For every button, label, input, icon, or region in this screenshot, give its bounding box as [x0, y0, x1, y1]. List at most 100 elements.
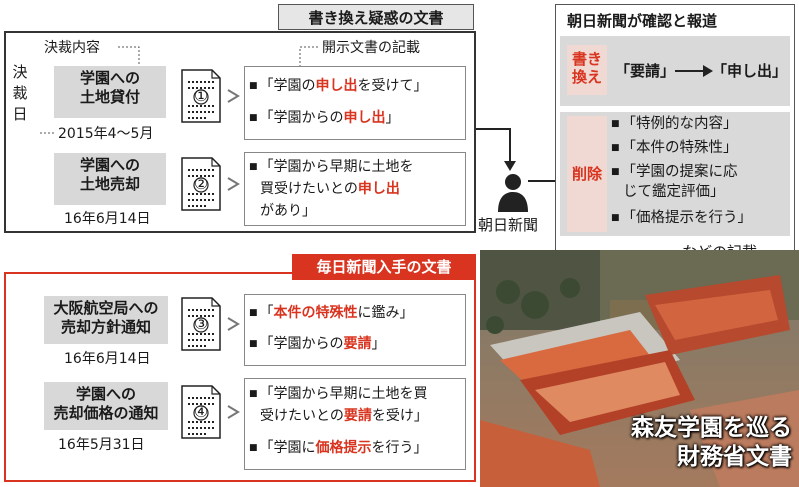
quote-emph: 価格提示	[315, 440, 372, 456]
subject-line: 売却価格の通知	[53, 404, 159, 422]
deleted-item-cont: じて鑑定評価」	[623, 182, 725, 202]
quote-line: ■「学園からの要請」	[249, 334, 386, 354]
bullet-icon: ■	[249, 113, 258, 123]
rewrite-label-line: 書き	[571, 50, 602, 68]
deleted-text: 「価格提示を行う」	[621, 210, 753, 226]
rewrite-from: 「要請」	[615, 62, 676, 80]
bullet-icon: ■	[249, 443, 258, 453]
quote-text: があり」	[260, 203, 316, 219]
document-icon-2	[181, 157, 221, 211]
bullet-icon: ■	[249, 162, 258, 172]
subject-line: 学園への	[79, 69, 140, 87]
asahi-person-label: 朝日新聞	[478, 216, 539, 234]
subject-line: 売却方針通知	[60, 318, 151, 336]
rewrite-suspect-title: 書き換え疑惑の文書	[278, 4, 474, 30]
quote-text: 受けたいとの	[260, 408, 344, 424]
deleted-text: 「特例的な内容」	[621, 116, 738, 132]
deleted-text: 「学園の提案に応	[621, 164, 738, 180]
quote-emph: 要請	[343, 336, 372, 352]
rewrite-to: 「申し出」	[712, 62, 788, 80]
date-item-2: 16年6月14日	[64, 211, 151, 227]
mainichi-panel-title: 毎日新聞入手の文書	[292, 254, 476, 280]
vlabel-char: 決	[12, 63, 28, 81]
rewrite-arrow-icon	[675, 65, 713, 77]
document-number-2: ②	[193, 174, 209, 193]
quote-text: 買受けたいとの	[260, 181, 358, 197]
date-item-3: 16年6月14日	[64, 351, 151, 367]
subject-line: 大阪航空局への	[53, 299, 159, 317]
quote-text: 「学園からの	[259, 336, 344, 352]
quote-emph: 要請	[343, 408, 372, 424]
bullet-icon: ■	[249, 81, 258, 91]
rewrite-label: 書き 換え	[567, 45, 607, 95]
quote-text: 」	[385, 110, 400, 126]
bullet-icon: ■	[611, 213, 620, 223]
pointer-arrow-1	[227, 89, 240, 103]
connector-to-asahi	[476, 128, 556, 182]
quote-text: 「学園からの	[259, 110, 344, 126]
deleted-item: ■「本件の特殊性」	[611, 138, 738, 158]
person-icon	[498, 174, 528, 212]
quote-text: 」	[371, 336, 386, 352]
deleted-item: ■「学園の提案に応	[611, 162, 738, 182]
quote-text: を受けて」	[357, 78, 428, 94]
bullet-icon: ■	[611, 119, 620, 129]
document-icon-3	[181, 297, 221, 351]
document-number-1: ①	[193, 86, 209, 105]
quote-emph: 申し出	[343, 110, 386, 126]
pointer-arrow-4	[227, 405, 240, 419]
quote-box-4	[244, 378, 466, 470]
bullet-icon: ■	[249, 339, 258, 349]
quote-emph: 申し出	[357, 181, 400, 197]
quote-box-3	[244, 294, 466, 366]
quote-line: ■「学園からの申し出」	[249, 108, 400, 128]
col-decision-label: 決裁内容	[44, 40, 100, 56]
decision-date-vertical: 決 裁 日	[10, 62, 30, 125]
quote-text: 「学園から早期に土地を買	[259, 386, 428, 402]
header-connectors	[40, 46, 318, 134]
date-item-1: 2015年4〜5月	[58, 126, 154, 142]
quote-emph: 本件の特殊性	[273, 305, 358, 321]
subject-line: 土地貸付	[79, 88, 140, 106]
document-icon-1	[181, 69, 221, 123]
document-number-3: ③	[193, 314, 209, 333]
bullet-icon: ■	[249, 389, 258, 399]
quote-line: ■「学園から早期に土地を買	[249, 384, 428, 404]
deleted-item: ■「価格提示を行う」	[611, 208, 752, 228]
quote-line: ■「学園に価格提示を行う」	[249, 438, 428, 458]
bullet-icon: ■	[249, 308, 258, 318]
photo-caption-line: 財務省文書	[677, 444, 792, 470]
document-number-4: ④	[193, 402, 209, 421]
rewrite-label-line: 換え	[571, 68, 602, 86]
bullet-icon: ■	[611, 167, 620, 177]
quote-text: 「学園に	[259, 440, 316, 456]
col-disclosed-label: 開示文書の記載	[322, 40, 420, 56]
vlabel-char: 裁	[12, 84, 28, 102]
deleted-text: じて鑑定評価」	[623, 184, 725, 200]
subject-line: 学園への	[75, 385, 136, 403]
quote-line: ■「学園から早期に土地を	[249, 157, 414, 177]
bullet-icon: ■	[611, 143, 620, 153]
quote-text: 「学園の	[259, 78, 316, 94]
quote-text: 「	[259, 305, 274, 321]
subject-price-notice: 学園への 売却価格の通知	[44, 382, 168, 430]
asahi-panel-title: 朝日新聞が確認と報道	[567, 12, 718, 30]
quote-line: ■「学園の申し出を受けて」	[249, 76, 428, 96]
vlabel-char: 日	[12, 105, 28, 123]
date-item-4: 16年5月31日	[58, 437, 145, 453]
photo-caption: 森友学園を巡る 財務省文書	[612, 414, 792, 472]
photo-caption-line: 森友学園を巡る	[631, 415, 792, 441]
deleted-text: 「本件の特殊性」	[621, 140, 738, 156]
quote-text: を受け」	[371, 408, 428, 424]
delete-label: 削除	[567, 116, 607, 232]
school-aerial-photo	[480, 250, 799, 487]
subject-land-lease: 学園への 土地貸付	[54, 66, 166, 118]
quote-emph: 申し出	[315, 78, 358, 94]
deleted-item: ■「特例的な内容」	[611, 114, 738, 134]
subject-airport-notice: 大阪航空局への 売却方針通知	[44, 296, 168, 344]
quote-text: に鑑み」	[357, 305, 414, 321]
pointer-arrow-2	[227, 177, 240, 191]
pointer-arrow-3	[227, 317, 240, 331]
subject-line: 学園への	[79, 156, 140, 174]
quote-box-2	[244, 152, 466, 226]
